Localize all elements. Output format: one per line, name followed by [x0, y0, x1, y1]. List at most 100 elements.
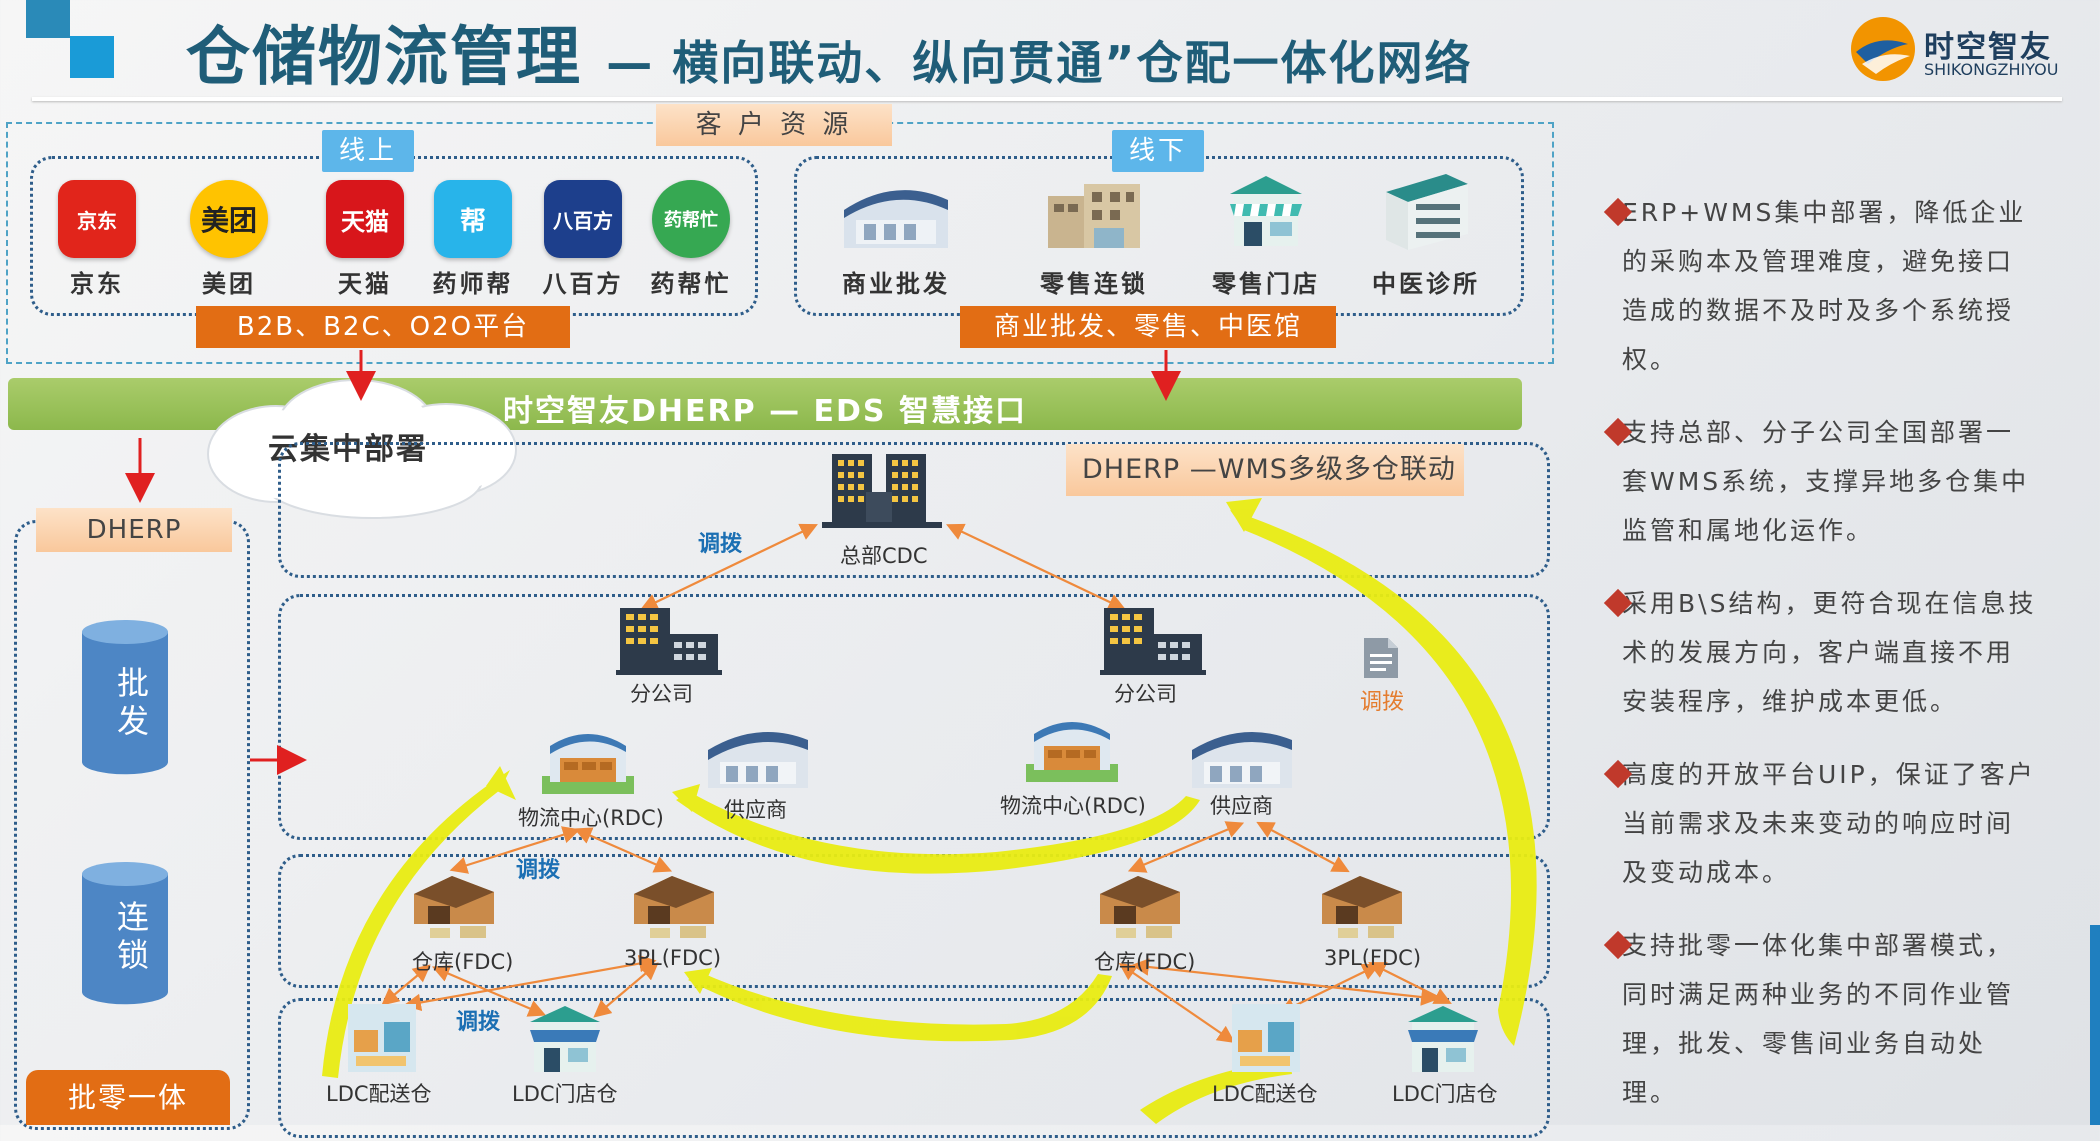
channel-wholesale: 商业批发: [826, 170, 966, 299]
platform-jd: 京东 京东: [54, 180, 140, 299]
babaifang-icon: 八百方: [544, 180, 622, 258]
platform-tmall: 天猫 天猫: [322, 180, 408, 299]
branch-right-building-icon: [1100, 608, 1206, 675]
logo-square-top: [26, 0, 70, 38]
feature-text: 支持总部、分子公司全国部署一套WMS系统，支撑异地多仓集中监管和属地化运作。: [1622, 418, 2030, 545]
platform-yaobangmang: 药帮忙 药帮忙: [648, 180, 734, 299]
ldc-right-a-label: LDC配送仓: [1212, 1082, 1318, 1106]
babaifang-icon-text: 八百方: [553, 208, 613, 233]
fdc-left-a-label: 仓库(FDC): [412, 950, 514, 974]
branch-left-label: 分公司: [630, 682, 693, 706]
edge-accent-bar: [2090, 925, 2100, 1125]
meituan-icon-text: 美团: [200, 204, 257, 237]
yaobangmang-icon-text: 药帮忙: [664, 210, 718, 231]
online-tag: 线上: [322, 130, 414, 172]
platform-babaifang: 八百方 八百方: [540, 180, 626, 299]
supplier-right-label: 供应商: [1210, 794, 1273, 818]
branch-left-building-icon: [616, 608, 722, 675]
fdc-right-b-label: 3PL(FDC): [1324, 946, 1422, 970]
channel-retail-chain-label: 零售连锁: [1040, 270, 1148, 298]
tier-hq-box: [278, 442, 1550, 578]
feature-text: 支持批零一体化集中部署模式，同时满足两种业务的不同作业管理，批发、零售间业务自动…: [1622, 931, 2015, 1107]
supplier-left-icon: [708, 732, 808, 788]
title-main: 仓储物流管理: [186, 21, 582, 95]
hq-label: 总部CDC: [840, 544, 928, 568]
brand-swirl-icon: [1851, 17, 1915, 81]
eds-interface-band: 时空智友DHERP — EDS 智慧接口: [8, 378, 1522, 430]
transfer-label-ldc: 调拨: [456, 1010, 501, 1035]
platform-yaobangmang-label: 药帮忙: [650, 270, 732, 298]
brand-name: 时空智友: [1924, 30, 2052, 65]
yaoshibang-icon: 帮: [434, 180, 512, 258]
retail-chain-building-icon: [1048, 184, 1140, 248]
brand-logo: 时空智友 SHIKONGZHIYOU: [1848, 14, 2068, 84]
online-platform-bar: B2B、B2C、O2O平台: [196, 306, 570, 348]
feature-item: 支持批零一体化集中部署模式，同时满足两种业务的不同作业管理，批发、零售间业务自动…: [1600, 921, 2040, 1117]
feature-text: 采用B\S结构，更符合现在信息技术的发展方向，客户端直接不用安装程序，维护成本更…: [1622, 589, 2037, 716]
feature-item: 高度的开放平台UIP，保证了客户当前需求及未来变动的响应时间及变动成本。: [1600, 750, 2040, 897]
ldc-right-b-icon: [1408, 1006, 1478, 1072]
ldc-left-a-icon: [348, 1004, 416, 1072]
logo-square-bottom: [70, 36, 114, 78]
cloud-icon: [207, 379, 517, 519]
supplier-right-icon: [1192, 732, 1292, 788]
chain-db-icon: [82, 862, 168, 1005]
wms-linkage-tag: DHERP —WMS多级多仓联动: [1066, 444, 1464, 496]
branch-right-label: 分公司: [1114, 682, 1177, 706]
wholesale-db-label: 批发: [112, 666, 150, 742]
supplier-left-label: 供应商: [724, 798, 787, 822]
brand-en: SHIKONGZHIYOU: [1924, 60, 2059, 79]
fdc-left-b-label: 3PL(FDC): [624, 946, 722, 970]
tmall-icon-text: 天猫: [341, 207, 389, 236]
customer-resources-tag: 客 户 资 源: [656, 104, 892, 146]
feature-list: ERP+WMS集中部署，降低企业的采购本及管理难度，避免接口造成的数据不及时及多…: [1600, 188, 2040, 1141]
channel-retail-store: 零售门店: [1196, 170, 1336, 299]
wholesale-db-icon: [82, 620, 168, 775]
feature-text: 高度的开放平台UIP，保证了客户当前需求及未来变动的响应时间及变动成本。: [1622, 760, 2036, 887]
tmall-icon: 天猫: [326, 180, 404, 258]
ldc-right-a-icon: [1232, 1004, 1300, 1072]
offline-tag: 线下: [1112, 130, 1204, 172]
channel-retail-store-label: 零售门店: [1212, 270, 1320, 298]
hq-building-icon: [822, 454, 942, 528]
yaobangmang-icon: 药帮忙: [652, 180, 730, 258]
ldc-left-a-label: LDC配送仓: [326, 1082, 432, 1106]
retail-store-icon: [1230, 176, 1302, 246]
channel-tcm-clinic-label: 中医诊所: [1372, 270, 1480, 298]
wholesale-building-icon: [844, 190, 948, 248]
feature-text: ERP+WMS集中部署，降低企业的采购本及管理难度，避免接口造成的数据不及时及多…: [1622, 198, 2027, 374]
rdc-left-icon: [542, 734, 634, 794]
eds-interface-label: 时空智友DHERP — EDS 智慧接口: [503, 394, 1027, 429]
transfer-label-fdc: 调拨: [516, 858, 561, 883]
platform-yaoshibang-label: 药师帮: [432, 270, 514, 298]
title-sub: — 横向联动、纵向贯通”仓配一体化网络: [606, 36, 1473, 90]
ldc-left-b-label: LDC门店仓: [512, 1082, 618, 1106]
yaoshibang-icon-text: 帮: [459, 206, 486, 237]
tier-branch-box: [278, 594, 1550, 840]
fdc-left-a-icon: [414, 876, 494, 938]
channel-retail-chain: 零售连锁: [1024, 170, 1164, 299]
clinic-building-icon: [1386, 174, 1468, 250]
feature-item: ERP+WMS集中部署，降低企业的采购本及管理难度，避免接口造成的数据不及时及多…: [1600, 188, 2040, 384]
feature-item: 采用B\S结构，更符合现在信息技术的发展方向，客户端直接不用安装程序，维护成本更…: [1600, 579, 2040, 726]
jd-icon-text: 京东: [77, 208, 117, 233]
platform-meituan: 美团 美团: [186, 180, 272, 299]
document-icon: [1364, 638, 1398, 678]
fdc-left-b-icon: [634, 876, 714, 938]
platform-jd-label: 京东: [70, 270, 124, 298]
platform-tmall-label: 天猫: [338, 270, 392, 298]
chain-db-label: 连锁: [112, 900, 150, 976]
rdc-left-label: 物流中心(RDC): [518, 806, 664, 830]
meituan-icon: 美团: [190, 180, 268, 258]
channel-wholesale-label: 商业批发: [842, 270, 950, 298]
ldc-left-b-icon: [530, 1006, 600, 1072]
header-divider: [32, 97, 2062, 101]
page-title: 仓储物流管理 — 横向联动、纵向贯通”仓配一体化网络: [186, 6, 1473, 98]
fdc-right-a-icon: [1100, 876, 1180, 938]
jd-icon: 京东: [58, 180, 136, 258]
ldc-right-b-label: LDC门店仓: [1392, 1082, 1498, 1106]
rdc-right-icon: [1026, 722, 1118, 782]
channel-tcm-clinic: 中医诊所: [1356, 170, 1496, 299]
fdc-right-a-label: 仓库(FDC): [1094, 950, 1196, 974]
feature-item: 支持总部、分子公司全国部署一套WMS系统，支撑异地多仓集中监管和属地化运作。: [1600, 408, 2040, 555]
